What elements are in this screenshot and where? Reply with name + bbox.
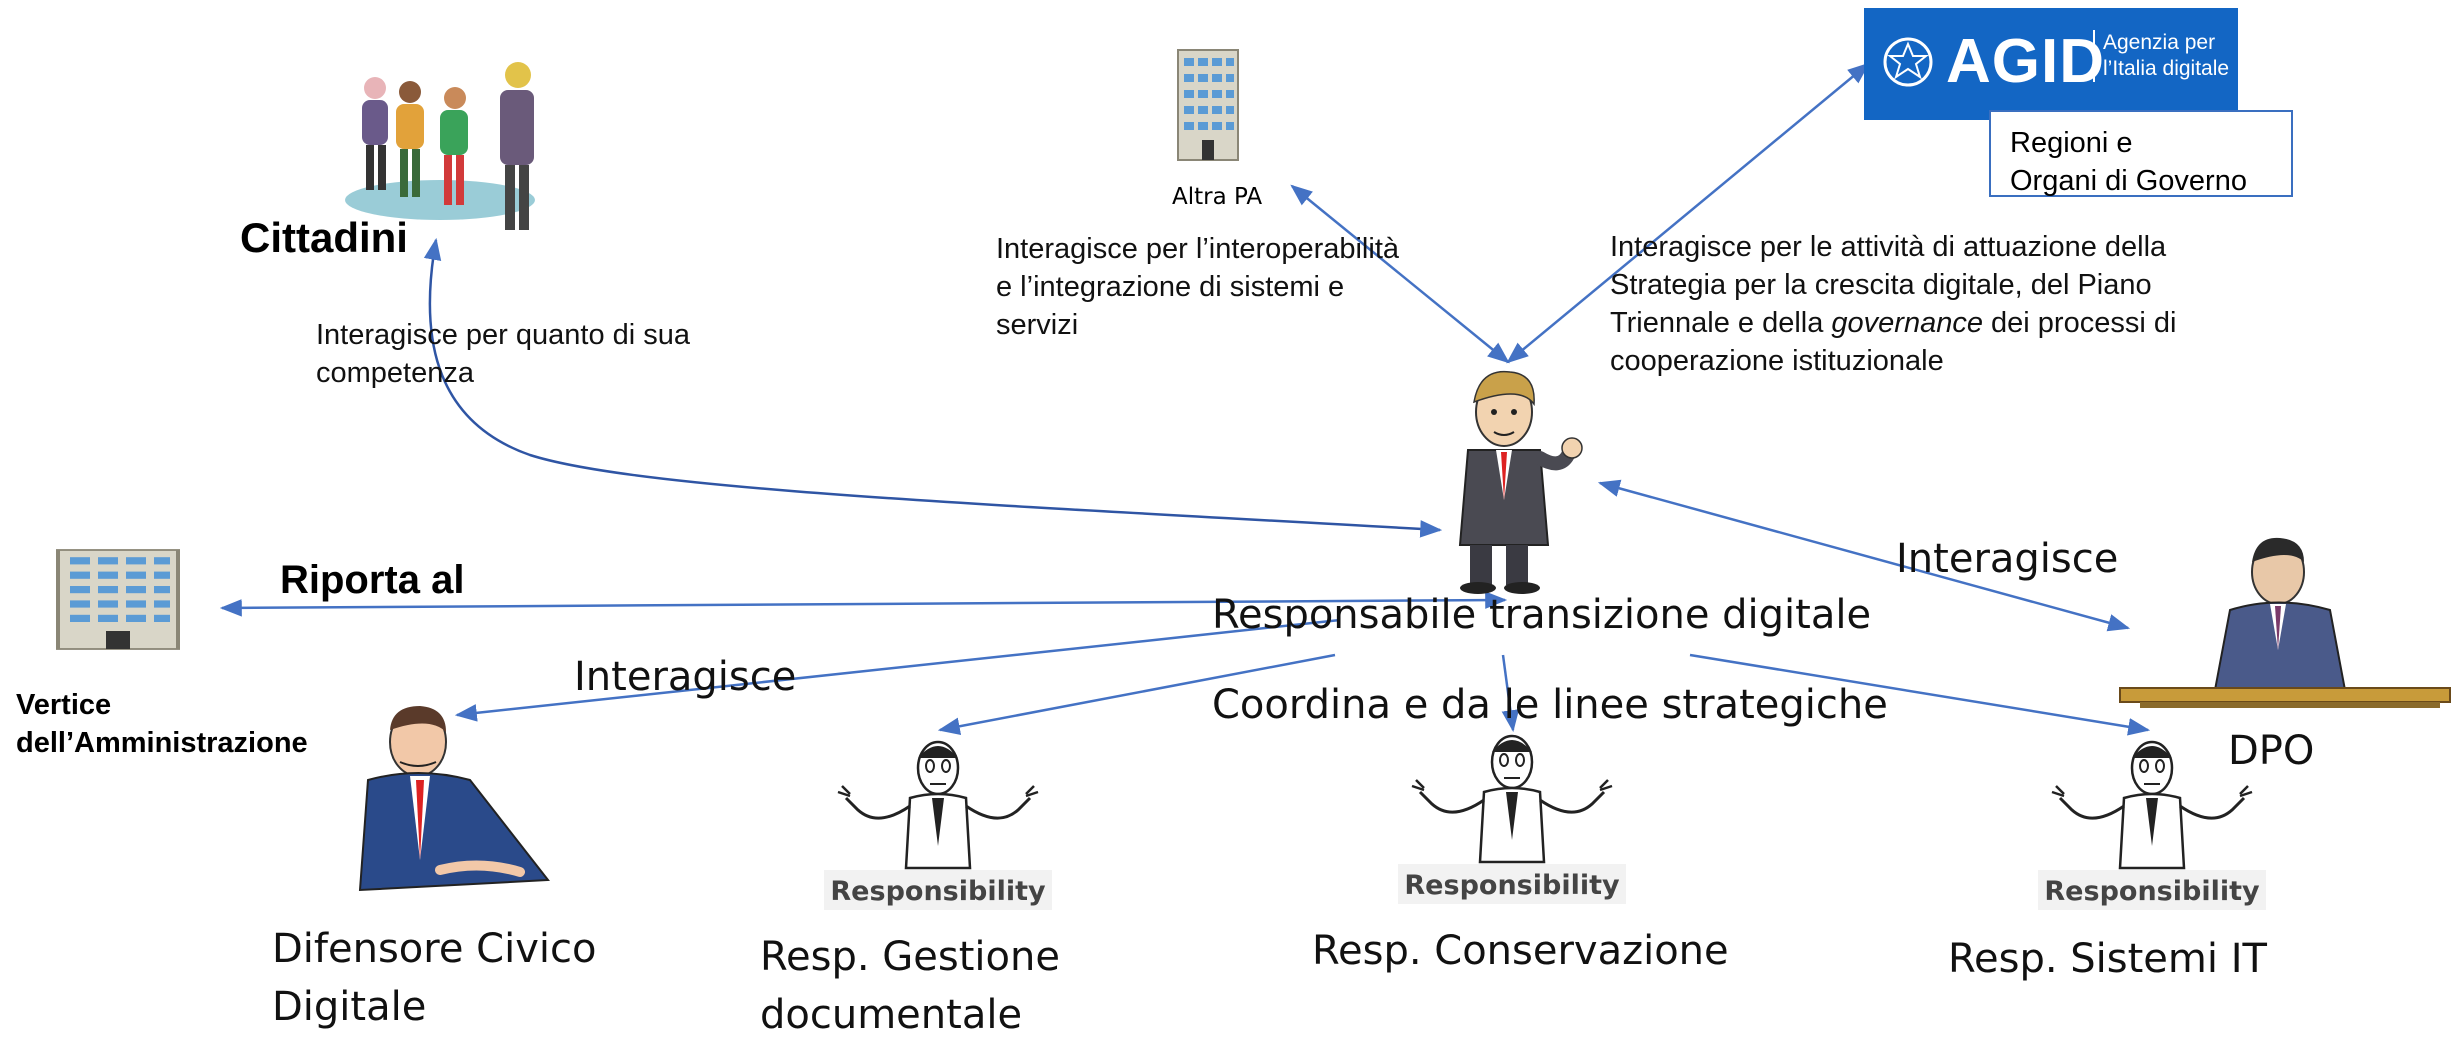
resp-conservazione-icon: Responsibility [1396,734,1628,906]
arrow-rtd-difensore [454,618,1341,722]
riporta-label: Riporta al [280,558,465,602]
arrow-rtd-cittadini [423,237,1443,538]
vertice-building-icon [56,548,180,651]
regioni-label-line: Regioni e [2010,127,2133,159]
difensore-label-line: Difensore Civico [272,926,597,972]
agid-edge-governance-italic: governance [1831,307,1983,339]
agid-edge-line-part: dei processi di [1982,307,2177,339]
vertice-label-line: Vertice [16,689,112,721]
agid-edge-text: Interagisce per le attività di attuazion… [1610,228,2290,380]
regioni-label-line: Organi di Governo [2010,165,2247,197]
conservazione-label: Resp. Conservazione [1312,928,1729,974]
sistemi-label: Resp. Sistemi IT [1948,936,2267,982]
rtd-person-icon [1458,370,1583,594]
agid-tagline-line: Agenzia per [2103,31,2216,54]
agid-emblem-icon [1883,37,1933,87]
arrow-rtd-sistemi [1689,653,2151,736]
resp-gestione-icon: Responsibility [822,740,1054,912]
responsibility-badge-conservazione: Responsibility [1404,870,1620,901]
difensore-person-icon [358,706,550,892]
gestione-label-line: documentale [760,992,1023,1038]
cittadini-label: Cittadini [240,214,408,261]
cittadini-edge-line: competenza [316,357,474,389]
altra-pa-edge-text: Interagisce per l’interoperabilità e l’i… [996,230,1476,344]
agid-edge-line: cooperazione istituzionale [1610,345,1944,377]
arrow-rtd-agid [1506,62,1870,364]
altra-pa-edge-line: Interagisce per l’interoperabilità [996,233,1399,265]
gestione-label: Resp. Gestione documentale [760,928,1060,1044]
difensore-label: Difensore Civico Digitale [272,920,596,1036]
agid-edge-line: Triennale e della governance dei process… [1610,304,2290,342]
vertice-label-line: dell’Amministrazione [16,727,308,759]
agid-edge-line-part: Triennale e della [1610,307,1832,339]
agid-tagline: Agenzia per l’Italia digitale [2093,30,2243,82]
vertice-label: Vertice dell’Amministrazione [16,686,308,762]
cittadini-edge-text: Interagisce per quanto di sua competenza [316,316,786,392]
responsibility-badge-sistemi: Responsibility [2044,876,2260,907]
altra-pa-building-icon [1177,49,1239,161]
cittadini-icon [345,62,535,230]
resp-sistemi-icon: Responsibility [2036,740,2268,912]
regioni-box [1989,110,2293,197]
cittadini-edge-line: Interagisce per quanto di sua [316,319,691,351]
rtd-label: Responsabile transizione digitale [1212,592,1872,638]
agid-edge-line: Strategia per la crescita digitale, del … [1610,269,2152,301]
agid-logo: AGID Agenzia per l’Italia digitale [1864,8,2238,120]
responsibility-badge-gestione: Responsibility [830,876,1046,907]
arrow-rtd-gestione [937,653,1336,735]
arrow-rtd-vertice [219,591,1508,617]
regioni-label: Regioni e Organi di Governo [2010,124,2247,200]
dpo-person-icon [2119,537,2451,708]
agid-tagline-line: l’Italia digitale [2103,57,2230,80]
difensore-label-line: Digitale [272,984,427,1030]
interagisce-difensore-label: Interagisce [574,654,797,700]
agid-edge-line: Interagisce per le attività di attuazion… [1610,231,2167,263]
agid-logo-text: AGID [1946,27,2105,96]
altra-pa-edge-line: servizi [996,309,1079,341]
gestione-label-line: Resp. Gestione [760,934,1060,980]
interagisce-dpo-label: Interagisce [1896,536,2119,582]
arrow-rtd-dpo [1597,479,2131,632]
dpo-label: DPO [2228,728,2315,774]
altra-pa-label: Altra PA [1172,184,1263,210]
altra-pa-edge-line: e l’integrazione di sistemi e [996,271,1345,303]
arrow-rtd-conservazione [1501,654,1520,733]
coordina-label: Coordina e da le linee strategiche [1212,682,1888,728]
arrow-rtd-altra-pa [1290,184,1510,364]
